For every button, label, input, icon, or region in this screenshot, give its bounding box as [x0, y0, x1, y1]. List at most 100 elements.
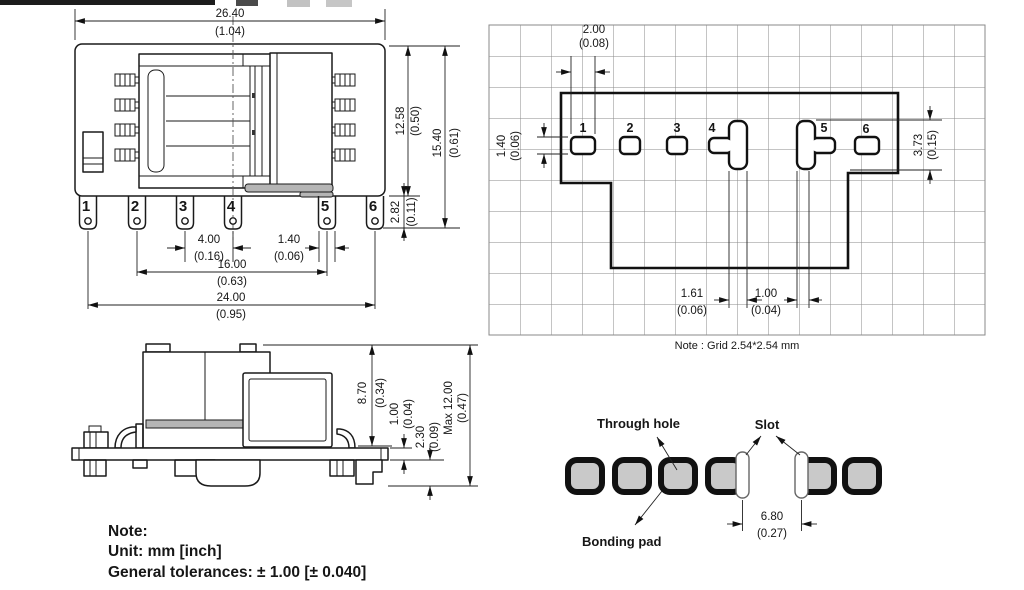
fp-pin-label-3: 3 [674, 121, 681, 135]
dim-body-h-mm: 12.58 [395, 107, 407, 136]
slot-label: Slot [755, 417, 780, 432]
sv-right-clip [336, 428, 356, 449]
side-clip [82, 131, 104, 173]
sv-pins [83, 459, 383, 487]
dim-slot5-w-in: (0.04) [751, 305, 781, 317]
dim-sv-max-h-mm: Max 12.00 [443, 381, 455, 435]
sv-dims: 8.70 (0.34) 1.00 (0.04) 2.30 (0.09) Max … [263, 344, 478, 500]
dim-sv-plate-mm: 1.00 [389, 403, 401, 425]
core-clamp-block [269, 52, 333, 186]
dim-outer-span-mm: 24.00 [217, 292, 246, 304]
pad-6 [842, 457, 882, 495]
bonding-pad-label: Bonding pad [582, 534, 661, 549]
dim-sv-standoff-in: (0.09) [429, 422, 441, 452]
dim-right-stack: 12.58 (0.50) 15.40 (0.61) 2.82 (0.11) [383, 45, 461, 241]
bonding-pad-leader [634, 490, 663, 526]
side-view-panel: 8.70 (0.34) 1.00 (0.04) 2.30 (0.09) Max … [71, 343, 478, 500]
hole-2 [618, 135, 642, 156]
dim-sv-body-h-in: (0.34) [375, 378, 387, 408]
dim-slot5-w-mm: 1.00 [755, 288, 777, 300]
pin-tabs [78, 196, 385, 230]
dim-total-h-in: (0.61) [449, 128, 461, 158]
fp-pin-label-5: 5 [821, 121, 828, 135]
dim-slot-h-mm: 3.73 [913, 134, 925, 156]
dim-slot-gap: 6.80 (0.27) [727, 500, 817, 540]
dim-hole-h-in: (0.06) [510, 131, 522, 161]
hole-1 [569, 135, 597, 156]
slot-leader-right [775, 435, 801, 456]
sv-base-plate [71, 447, 389, 461]
fp-pin-label-6: 6 [863, 122, 870, 136]
notes-block: Note: Unit: mm [inch] General tolerances… [108, 523, 366, 581]
dim-hole-w-in: (0.08) [579, 38, 609, 50]
dim-inner-span-in: (0.63) [217, 276, 247, 288]
slot-hole-4 [707, 119, 749, 171]
sv-coil-block [242, 372, 333, 448]
dim-outer-span-in: (0.95) [216, 309, 246, 321]
dim-slot-height: 3.73 (0.15) [816, 106, 942, 184]
pad-2 [612, 457, 652, 495]
pin-label-4: 4 [227, 198, 236, 215]
dim-hole-h-mm: 1.40 [496, 135, 508, 157]
bobbin-left-flange [147, 69, 165, 173]
dim-slot-gap-in: (0.27) [757, 528, 787, 540]
sv-left-clip [83, 425, 137, 449]
dim-pitch-mm: 4.00 [198, 234, 220, 246]
scan-artifact-bar [0, 0, 352, 7]
top-view-panel: 1 2 3 4 5 6 26.40 (1.04) 12.58 (0.50) 15… [74, 8, 461, 321]
note-tolerance: General tolerances: ± 1.00 [± 0.040] [108, 564, 366, 581]
dim-hole-height: 1.40 (0.06) [496, 123, 568, 168]
dim-pitch-in: (0.16) [194, 251, 224, 263]
dim-slot5-width: 1.00 (0.04) [751, 288, 822, 317]
dim-pin-w-mm: 1.40 [278, 234, 300, 246]
slot-shape-right [794, 451, 809, 499]
footprint-panel: 1 2 3 4 5 6 2.00 (0.08) 1.40 (0.06) [488, 24, 986, 352]
fp-pin-label-2: 2 [627, 121, 634, 135]
dim-bottom-stack: 4.00 (0.16) 1.40 (0.06) 16.00 (0.63) 24.… [87, 231, 376, 321]
slot-leader-left [745, 435, 762, 456]
pin-label-5: 5 [321, 198, 329, 215]
pin-label-1: 1 [82, 198, 90, 215]
pin-label-6: 6 [369, 198, 377, 215]
dim-width-mm: 26.40 [216, 8, 245, 20]
fp-pin-label-1: 1 [580, 121, 587, 135]
dim-total-h-mm: 15.40 [432, 129, 444, 158]
hole-3 [665, 135, 689, 156]
dim-sv-max-h-in: (0.47) [457, 393, 469, 423]
left-pin-stubs [114, 73, 140, 162]
dim-sv-standoff-mm: 2.30 [415, 426, 427, 448]
pin-label-2: 2 [131, 198, 139, 215]
dim-sv-body-h-mm: 8.70 [357, 382, 369, 404]
pad-detail-panel: Through hole Slot Bonding pad 6.80 (0.27… [565, 416, 882, 549]
dim-hole-w-mm: 2.00 [583, 24, 605, 36]
grid-note: Note : Grid 2.54*2.54 mm [675, 340, 800, 352]
dim-slot4-w-mm: 1.61 [681, 288, 703, 300]
sv-tape [145, 419, 246, 429]
right-pin-stubs [331, 73, 356, 162]
dim-hole-width: 2.00 (0.08) [556, 24, 610, 134]
dim-sv-plate-in: (0.04) [403, 399, 415, 429]
dim-width-in: (1.04) [215, 26, 245, 38]
dim-slot4-width: 1.61 (0.06) [677, 288, 762, 317]
component-body-outline [74, 43, 386, 197]
dim-inner-span-mm: 16.00 [218, 259, 247, 271]
note-unit: Unit: mm [inch] [108, 543, 222, 560]
slot-hole-5 [795, 119, 837, 171]
through-hole-leader [656, 436, 678, 471]
dim-slot4-w-in: (0.06) [677, 305, 707, 317]
pin-label-3: 3 [179, 198, 187, 215]
slot-shape-left [735, 451, 750, 499]
fp-pin-label-4: 4 [709, 121, 716, 135]
pad-3 [658, 457, 698, 495]
hole-6 [853, 135, 881, 156]
dim-slot-h-in: (0.15) [927, 130, 939, 160]
dim-pin-w-in: (0.06) [274, 251, 304, 263]
dim-overall-width: 26.40 (1.04) [74, 8, 386, 40]
dim-pin-len-in: (0.11) [406, 197, 418, 226]
bonding-pads [565, 457, 882, 495]
dim-body-h-in: (0.50) [410, 106, 422, 136]
through-hole-label: Through hole [597, 416, 680, 431]
grid [489, 25, 985, 335]
